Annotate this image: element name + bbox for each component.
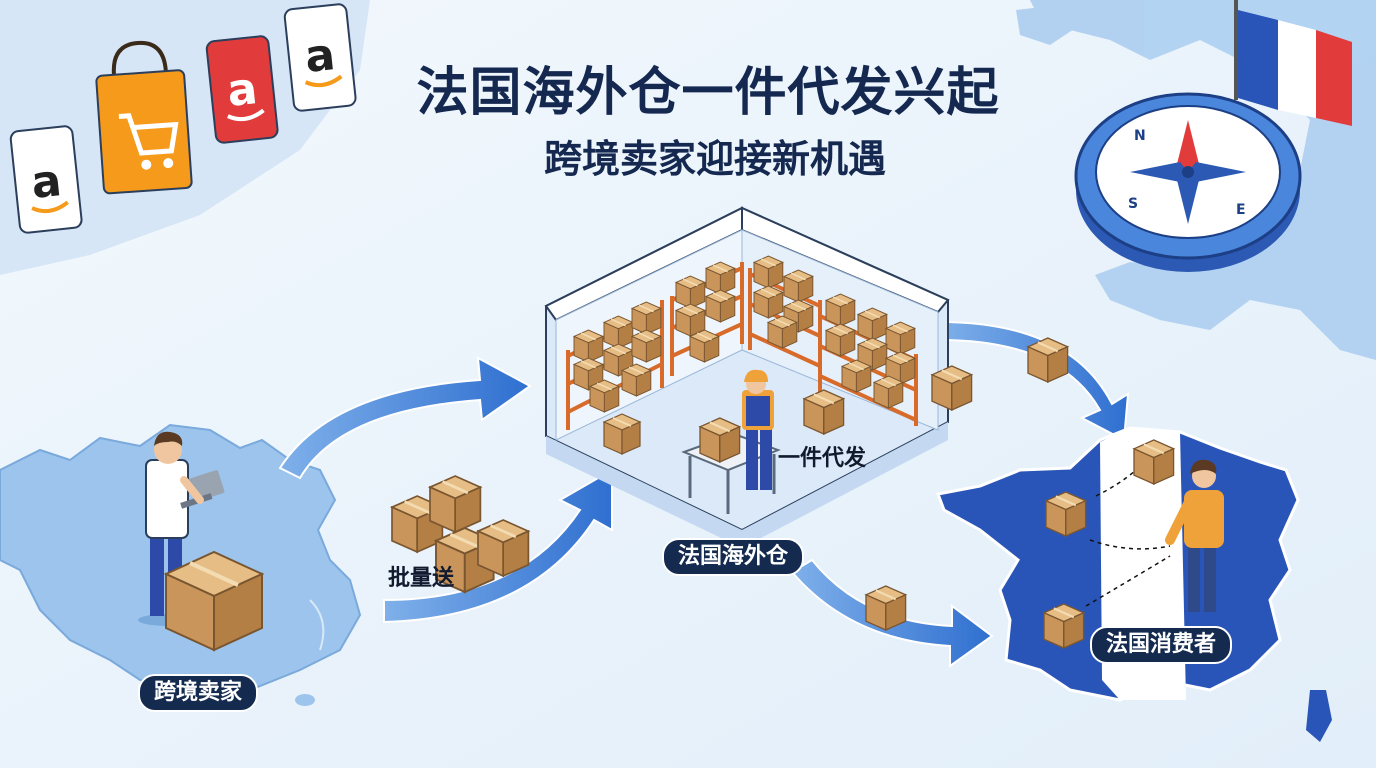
svg-text:N: N <box>1134 128 1146 144</box>
consumer-person-icon <box>1165 459 1224 612</box>
french-flag-icon <box>1234 0 1352 126</box>
bulk-shipping-label: 批量送 <box>388 566 455 591</box>
warehouse-label: 法国海外仓 <box>662 538 805 576</box>
consumer-label: 法国消费者 <box>1090 626 1233 664</box>
seller-package <box>163 550 265 652</box>
seller-label: 跨境卖家 <box>138 674 259 712</box>
flow-arrows <box>278 320 1130 668</box>
svg-text:a: a <box>29 155 64 209</box>
seller-person-icon <box>138 431 225 626</box>
worker-person-icon <box>681 369 781 514</box>
svg-text:E: E <box>1236 202 1246 218</box>
france-boxes <box>864 336 1175 650</box>
svg-text:S: S <box>1128 196 1138 212</box>
page-title: 法国海外仓一件代发兴起 <box>416 63 1000 123</box>
page-subtitle: 跨境卖家迎接新机遇 <box>543 137 886 181</box>
svg-text:a: a <box>303 29 338 83</box>
dropship-label: 一件代发 <box>778 446 867 471</box>
svg-text:a: a <box>225 63 260 117</box>
marketplace-icons: a a a <box>9 3 357 234</box>
compass-icon: N E S <box>1074 92 1302 272</box>
